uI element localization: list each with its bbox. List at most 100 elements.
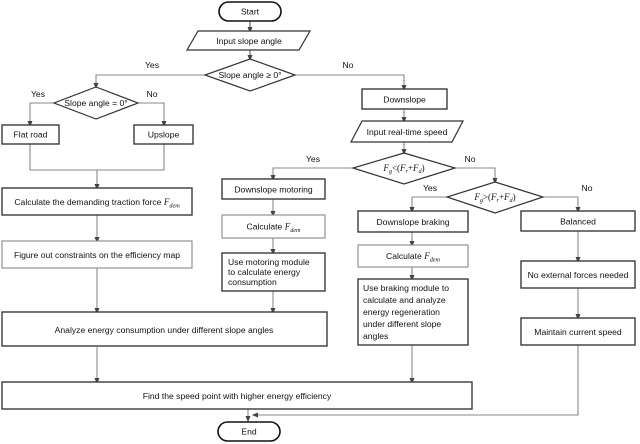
calc-fdem-subscript: dem (169, 202, 180, 209)
node-maintain-current-speed[interactable]: Maintain current speed (520, 317, 636, 346)
node-balanced[interactable]: Balanced (520, 210, 636, 232)
node-decision-fg-greater-than[interactable]: Fg>(Fr+Fd) (445, 181, 545, 214)
edge-fglt-no (455, 167, 498, 185)
node-analyze-energy-consumption[interactable]: Analyze energy consumption under differe… (1, 311, 328, 347)
node-end[interactable]: End (217, 421, 281, 442)
downslope-label: Downslope (383, 95, 426, 105)
edge-label-ge0-yes: Yes (145, 60, 159, 70)
decision-ge0-shape (203, 58, 297, 92)
downslope-shape (361, 88, 448, 110)
flat-road-label: Flat road (14, 130, 48, 140)
node-downslope[interactable]: Downslope (361, 88, 448, 110)
braking-module-line5: angles (363, 331, 388, 341)
edge-fggt-yes (409, 196, 447, 214)
calc-m-subscript: dem (290, 227, 301, 234)
ds-braking-label: Downslope braking (376, 217, 449, 227)
edge-eq0-no (138, 102, 167, 128)
fggt-sub-g: g (480, 197, 483, 204)
end-shape (217, 421, 281, 442)
calc-fdem-m-label: Calculate Fdem (246, 222, 301, 234)
node-calculate-fdem-motoring[interactable]: Calculate Fdem (221, 214, 326, 239)
node-input-real-time-speed[interactable]: Input real-time speed (350, 120, 464, 143)
calc-fdem-b-label: Calculate Fdem (386, 251, 441, 263)
end-label: End (241, 427, 257, 437)
fglt-sub-d: d (419, 168, 423, 175)
edge-label-eq0-yes: Yes (31, 89, 45, 99)
node-no-external-forces-needed[interactable]: No external forces needed (520, 260, 636, 289)
node-use-braking-module[interactable]: Use braking module to calculate and anal… (357, 278, 469, 346)
upslope-shape (133, 124, 194, 145)
edge-flat-to-calc (29, 144, 100, 191)
node-downslope-braking[interactable]: Downslope braking (357, 210, 469, 233)
fglt-F3: F (412, 163, 419, 173)
edge-eq0-yes (27, 102, 54, 128)
node-flat-road[interactable]: Flat road (1, 124, 60, 145)
no-ext-shape (520, 260, 636, 289)
fggt-F3: F (503, 192, 510, 202)
upslope-label: Upslope (148, 130, 180, 140)
node-downslope-motoring[interactable]: Downslope motoring (221, 178, 326, 200)
fglt-plus: + (408, 163, 413, 173)
node-upslope[interactable]: Upslope (133, 124, 194, 145)
fglt-F1: F (382, 163, 389, 173)
maintain-label: Maintain current speed (534, 327, 622, 337)
calc-b-symbol: F (423, 251, 430, 261)
fggt-sub-d: d (510, 197, 514, 204)
find-speed-label: Find the speed point with higher energy … (143, 391, 332, 401)
node-start[interactable]: Start (218, 1, 282, 22)
node-decision-fg-less-than[interactable]: Fg<(Fr+Fd) (350, 152, 458, 185)
calc-fdem-symbol: F (163, 197, 170, 207)
edge-ge0-no (295, 74, 407, 92)
fglt-F2: F (399, 163, 406, 173)
edge-fglt-yes (270, 167, 353, 182)
input-speed-shape (350, 120, 464, 143)
edge-ge0-yes (93, 74, 205, 90)
node-use-motoring-module[interactable]: Use motoring module to calculate energy … (221, 252, 326, 292)
node-calculate-demanding-traction-force[interactable]: Calculate the demanding traction force F… (1, 187, 193, 216)
node-decision-slope-ge-zero[interactable]: Slope angle ≥ 0° (203, 58, 297, 92)
calc-m-text: Calculate (246, 222, 284, 232)
constraints-label: Figure out constraints on the efficiency… (14, 250, 180, 260)
node-decision-slope-eq-zero[interactable]: Slope angle = 0° (52, 86, 140, 120)
input-slope-shape (185, 30, 312, 51)
edge-fggt-no (543, 196, 581, 214)
fggt-close: ) (513, 192, 516, 202)
decision-eq0-shape (52, 86, 140, 120)
edge-label-layer: Yes No Yes No Yes No Yes No (31, 60, 593, 193)
decision-eq0-label: Slope angle = 0° (64, 98, 127, 108)
analyze-shape (1, 311, 328, 347)
braking-module-line3: energy regeneration (363, 307, 440, 317)
calc-fdem-text: Calculate the demanding traction force (14, 197, 164, 207)
flat-road-shape (1, 124, 60, 145)
fggt-sub-r: r (497, 197, 500, 204)
ds-motoring-shape (221, 178, 326, 200)
node-calculate-fdem-braking[interactable]: Calculate Fdem (357, 244, 469, 268)
ds-motoring-label: Downslope motoring (234, 185, 313, 195)
fglt-sub-r: r (406, 168, 409, 175)
decision-fglt-label: Fg<(Fr+Fd) (382, 163, 424, 175)
fggt-open: ( (488, 192, 491, 202)
input-slope-label: Input slope angle (216, 36, 282, 46)
ds-braking-shape (357, 210, 469, 233)
motoring-module-line1: Use motoring module (228, 257, 310, 267)
maintain-shape (520, 317, 636, 346)
motoring-module-line2: to calculate energy (228, 267, 301, 277)
calc-fdem-shape (1, 187, 193, 216)
decision-fggt-label: Fg>(Fr+Fd) (473, 192, 515, 204)
node-find-speed-point[interactable]: Find the speed point with higher energy … (1, 381, 473, 410)
edge-label-fglt-yes: Yes (306, 154, 320, 164)
node-figure-out-constraints[interactable]: Figure out constraints on the efficiency… (1, 240, 193, 269)
no-ext-label: No external forces needed (528, 270, 629, 280)
calc-b-text: Calculate (386, 251, 424, 261)
node-input-slope-angle[interactable]: Input slope angle (185, 30, 312, 51)
decision-fglt-shape (350, 152, 458, 185)
find-speed-shape (1, 381, 473, 410)
motoring-module-line3: consumption (228, 277, 277, 287)
fggt-plus: + (499, 192, 504, 202)
decision-fggt-shape (445, 181, 545, 214)
balanced-label: Balanced (560, 217, 596, 227)
edge-layer (27, 21, 581, 423)
edge-maintain-to-end (251, 345, 579, 418)
motoring-module-shape (221, 252, 326, 292)
edge-label-fglt-no: No (465, 154, 476, 164)
